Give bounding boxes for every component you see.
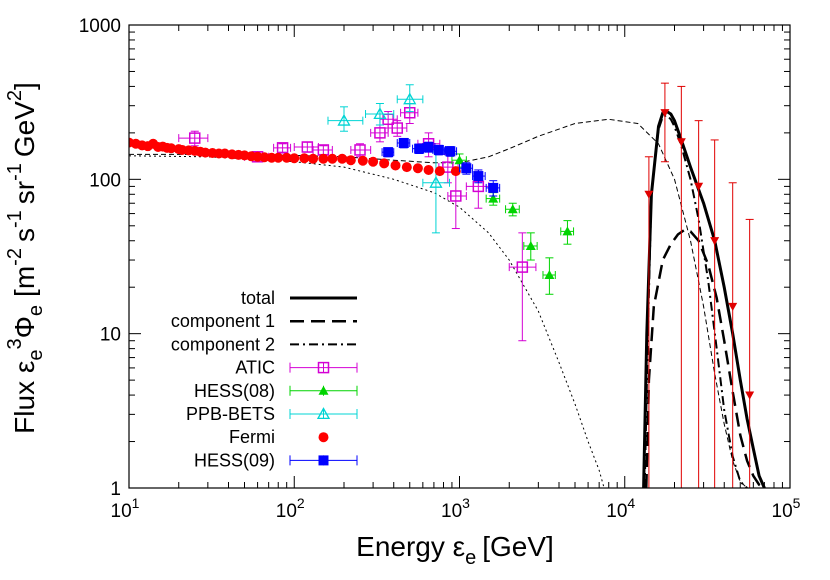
x-tick-label: 103 xyxy=(441,495,470,522)
series-model-points xyxy=(644,82,755,488)
model-curves xyxy=(129,110,766,488)
data-point xyxy=(525,240,536,250)
legend-label-total: total xyxy=(241,288,275,308)
data-point xyxy=(488,182,499,193)
data-point xyxy=(337,153,348,164)
data-point xyxy=(318,153,329,164)
legend-symbol-ppb-bets xyxy=(316,407,331,420)
data-point xyxy=(357,155,368,166)
y-axis-title: Flux εe3Φe[m-2s-1sr-1GeV2] xyxy=(4,82,47,434)
data-point xyxy=(289,153,300,164)
data-point xyxy=(327,153,338,164)
series-fermi xyxy=(129,137,461,177)
data-point xyxy=(259,152,270,163)
data-point xyxy=(273,152,284,163)
axes: 101 102 103 104 105 1 10 100 1000 xyxy=(79,16,801,522)
legend-label-component-2: component 2 xyxy=(171,334,275,354)
data-point xyxy=(442,161,454,173)
data-point xyxy=(299,153,310,164)
data-point xyxy=(488,193,499,203)
legend: total component 1 component 2 ATIC HESS(08) P… xyxy=(171,288,358,470)
y-tick-label: 1 xyxy=(110,479,121,500)
data-point xyxy=(308,153,319,164)
data-point xyxy=(379,158,390,169)
curve-component-2 xyxy=(643,114,748,488)
x-tick-label: 101 xyxy=(111,495,140,522)
data-point xyxy=(345,155,356,166)
data-point xyxy=(414,143,425,154)
data-point xyxy=(317,144,330,156)
data-point xyxy=(354,144,366,156)
series-hess-08 xyxy=(451,153,575,295)
data-point xyxy=(745,391,755,400)
legend-label-ppb-bets: PPB-BETS xyxy=(186,404,275,424)
data-point xyxy=(710,237,720,246)
data-point xyxy=(660,109,670,118)
data-point xyxy=(423,141,434,152)
data-point xyxy=(200,147,211,158)
data-point xyxy=(434,166,445,177)
data-point xyxy=(301,141,314,153)
data-point xyxy=(281,152,292,163)
data-point xyxy=(507,204,518,214)
legend-label-atic: ATIC xyxy=(235,358,275,378)
data-point xyxy=(454,155,465,165)
x-tick-label: 104 xyxy=(606,495,635,522)
data-point xyxy=(433,144,444,155)
legend-symbol-hess-09 xyxy=(318,455,329,466)
data-point xyxy=(368,156,379,167)
curve-component1-wide xyxy=(129,118,748,488)
data-point xyxy=(401,162,412,173)
data-point xyxy=(562,226,573,236)
data-point xyxy=(516,261,529,273)
data-point xyxy=(728,302,738,311)
data-series xyxy=(129,82,755,488)
data-point xyxy=(166,143,177,154)
data-point xyxy=(374,127,386,139)
legend-label-fermi: Fermi xyxy=(229,427,275,447)
data-point xyxy=(403,92,417,105)
y-tick-label: 1000 xyxy=(79,16,121,37)
x-tick-label: 102 xyxy=(276,495,305,522)
data-point xyxy=(383,147,394,158)
data-point xyxy=(644,190,654,199)
data-point xyxy=(276,142,289,154)
data-point xyxy=(391,122,403,134)
legend-symbol-hess-08 xyxy=(318,385,329,395)
series-ppb-bets xyxy=(327,84,451,234)
data-point xyxy=(676,138,686,147)
data-point xyxy=(412,163,423,174)
data-point xyxy=(694,182,704,191)
data-point xyxy=(337,113,351,126)
data-point xyxy=(429,175,443,188)
data-point xyxy=(373,107,387,120)
data-point xyxy=(450,190,462,202)
data-point xyxy=(473,171,484,182)
x-tick-label: 105 xyxy=(772,495,801,522)
data-point xyxy=(445,146,456,157)
y-tick-label: 100 xyxy=(89,170,121,191)
series-hess-09 xyxy=(381,137,501,197)
legend-symbol-fermi xyxy=(318,432,329,443)
data-point xyxy=(423,164,434,175)
legend-label-hess-08: HESS(08) xyxy=(194,381,275,401)
data-point xyxy=(461,163,472,174)
data-point xyxy=(450,166,461,177)
legend-label-hess-09: HESS(09) xyxy=(194,450,275,470)
data-point xyxy=(544,269,555,279)
data-point xyxy=(398,137,409,148)
legend-symbol-atic xyxy=(317,361,330,374)
series-atic xyxy=(178,102,537,342)
legend-label-component-1: component 1 xyxy=(171,311,275,331)
y-tick-label: 10 xyxy=(100,325,121,346)
curve-background xyxy=(129,155,605,488)
x-axis-title: Energy εe[GeV] xyxy=(356,531,554,569)
data-point xyxy=(189,132,201,144)
curve-total xyxy=(642,110,766,488)
data-point xyxy=(390,160,401,171)
